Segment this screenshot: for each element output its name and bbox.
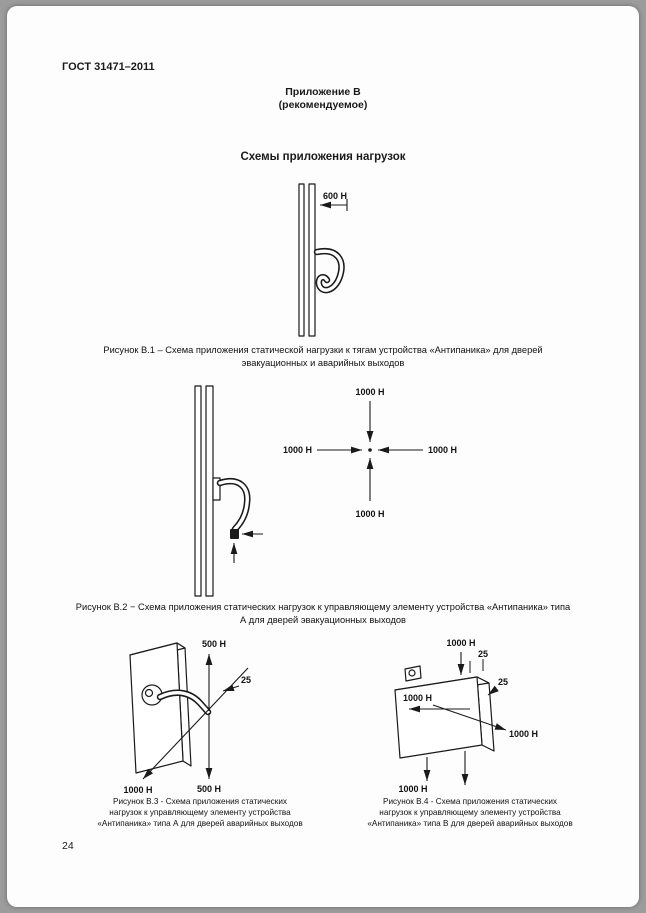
figure-b3-caption: Рисунок В.3 - Схема приложения статическ… xyxy=(70,796,330,829)
load-cross: 1000 Н 1000 Н 1000 Н 1000 Н xyxy=(283,387,457,519)
figure-b4-drawing: 1000 Н 25 25 1000 Н 1000 Н 1000 Н xyxy=(394,638,538,794)
caption-line: Рисунок В.4 - Схема приложения статическ… xyxy=(383,797,557,806)
load-label-top: 1000 Н xyxy=(446,638,475,648)
push-bar-handle xyxy=(313,247,345,294)
door-edge xyxy=(194,385,214,597)
mounting-tab xyxy=(404,665,422,682)
caption-line: «Антипаника» типа А для дверей аварийных… xyxy=(97,819,303,828)
dimension-label: 25 xyxy=(241,675,251,685)
door-plate-3d xyxy=(129,642,192,774)
bottom-load-arrow: 1000 Н xyxy=(398,751,469,794)
caption-line: Рисунок В.3 - Схема приложения статическ… xyxy=(113,797,287,806)
diagonal-load-arrow: 1000 Н xyxy=(432,704,538,739)
caption-line: нагрузок к управляющему элементу устройс… xyxy=(109,808,291,817)
figure-b1-drawing: 600 Н xyxy=(298,183,348,337)
door-edge xyxy=(298,183,316,337)
caption-line: Рисунок В.1 – Схема приложения статическ… xyxy=(103,345,543,355)
side-dimension: 25 xyxy=(487,677,508,696)
figure-b2-drawing: 1000 Н 1000 Н 1000 Н 1000 Н xyxy=(194,385,457,597)
top-dimension: 25 xyxy=(469,649,488,673)
load-label-down: 500 Н xyxy=(197,784,221,794)
doc-number: ГОСТ 31471–2011 xyxy=(62,61,155,73)
load-label: 600 Н xyxy=(323,191,347,201)
load-label-front: 1000 Н xyxy=(403,693,432,703)
diagonal-load-arrow: 1000 Н 25 xyxy=(123,667,251,795)
figure-b2-caption: Рисунок В.2 − Схема приложения статическ… xyxy=(0,601,646,627)
load-arrow-600: 600 Н xyxy=(320,191,348,211)
figure-b1-caption: Рисунок В.1 – Схема приложения статическ… xyxy=(0,344,646,370)
load-label-top: 1000 Н xyxy=(355,387,384,397)
load-label-right: 1000 Н xyxy=(428,445,457,455)
front-load-arrow: 1000 Н xyxy=(403,693,470,713)
caption-line: нагрузок к управляющему элементу устройс… xyxy=(379,808,561,817)
load-label-left: 1000 Н xyxy=(283,445,312,455)
dimension-label-side: 25 xyxy=(498,677,508,687)
dimension-label-top: 25 xyxy=(478,649,488,659)
caption-line: Рисунок В.2 − Схема приложения статическ… xyxy=(75,602,571,612)
paper-sheet xyxy=(7,6,639,907)
caption-line: «Антипаника» типа В для дверей аварийных… xyxy=(367,819,573,828)
handle-tip xyxy=(230,529,239,539)
push-pad-3d xyxy=(394,676,495,759)
load-label-diagonal: 1000 Н xyxy=(123,785,152,795)
page-number: 24 xyxy=(62,840,74,852)
section-title: Схемы приложения нагрузок xyxy=(240,151,406,163)
load-label-diagonal: 1000 Н xyxy=(509,729,538,739)
appendix-title: Приложение В xyxy=(285,86,361,98)
lever-handle xyxy=(212,477,251,539)
figure-b3-drawing: 500 Н 500 Н 1000 Н 25 xyxy=(123,639,251,795)
figure-b4-caption: Рисунок В.4 - Схема приложения статическ… xyxy=(330,796,610,829)
load-label-bottom: 1000 Н xyxy=(355,509,384,519)
vertical-load-arrows: 500 Н 500 Н xyxy=(197,639,226,794)
load-label-bottom: 1000 Н xyxy=(398,784,427,794)
appendix-heading: Приложение В (рекомендуемое) xyxy=(0,86,646,112)
tip-arrows xyxy=(230,530,263,563)
caption-line: А для дверей эвакуационных выходов xyxy=(240,615,406,625)
top-load-arrow: 1000 Н xyxy=(446,638,476,675)
caption-line: эвакуационных и аварийных выходов xyxy=(241,358,405,368)
load-label-up: 500 Н xyxy=(202,639,226,649)
load-point xyxy=(368,448,372,452)
appendix-subtitle: (рекомендуемое) xyxy=(278,99,368,111)
lever-handle xyxy=(141,684,212,716)
